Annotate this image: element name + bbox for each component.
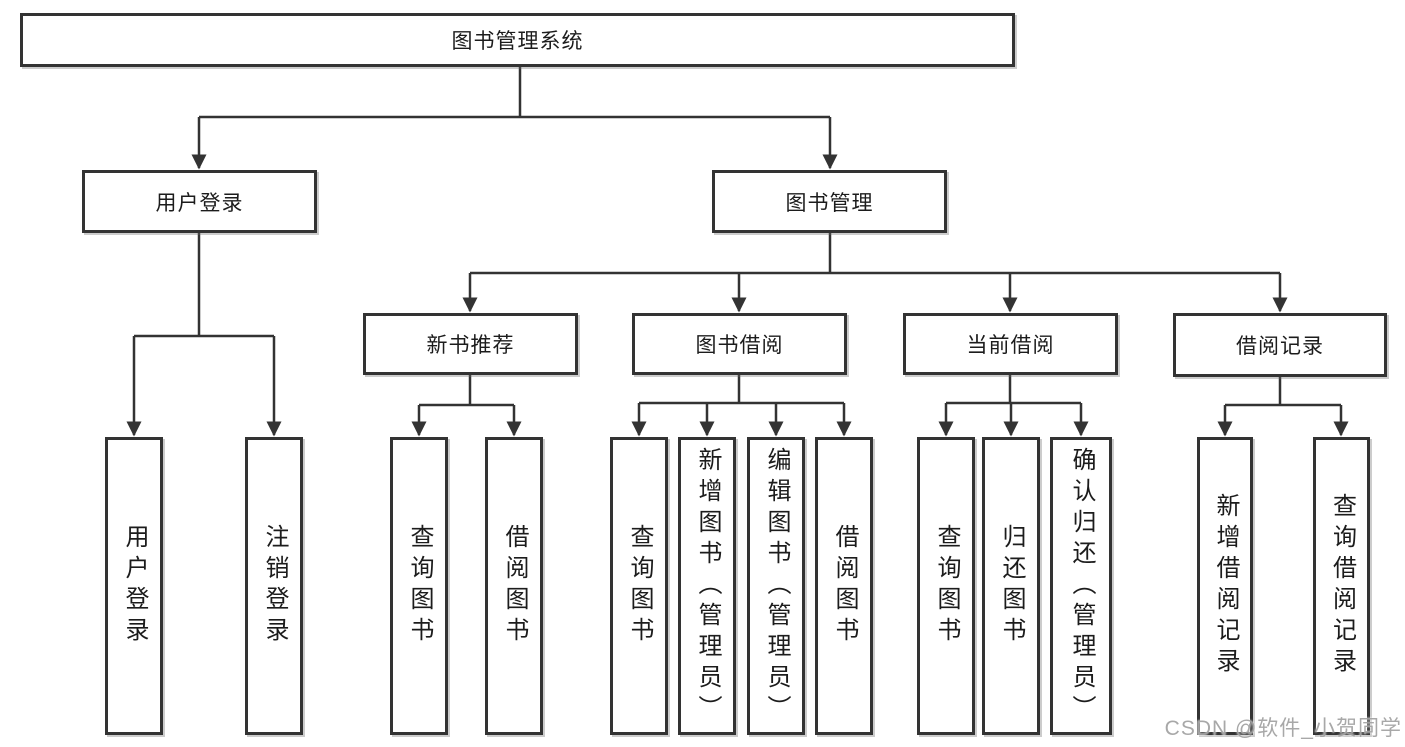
leaf-borrow-book-2: 借阅图书 [815,437,873,735]
leaf-return-book-label: 归还图书 [998,524,1025,648]
leaf-user-login-label: 用户登录 [121,524,148,648]
watermark: CSDN @软件_小贺同学 [1164,717,1402,740]
node-borrow-records: 借阅记录 [1173,313,1387,377]
leaf-logout: 注销登录 [245,437,303,735]
leaf-return-book: 归还图书 [982,437,1040,735]
node-book-mgmt: 图书管理 [712,170,947,233]
leaf-add-borrow-record-label: 新增借阅记录 [1212,493,1239,679]
node-user-login: 用户登录 [82,170,317,233]
node-current-borrow-label: 当前借阅 [966,334,1055,357]
leaf-query-book-3: 查询图书 [917,437,975,735]
leaf-logout-label: 注销登录 [261,524,288,648]
leaf-query-book-2: 查询图书 [610,437,668,735]
node-root-label: 图书管理系统 [451,30,584,53]
node-book-mgmt-label: 图书管理 [785,191,874,215]
node-current-borrow: 当前借阅 [903,313,1118,375]
leaf-borrow-book-2-label: 借阅图书 [831,524,858,648]
leaf-edit-book-admin-label: 编辑图书（管理员） [763,446,790,726]
node-borrow-records-label: 借阅记录 [1236,335,1324,358]
leaf-query-borrow-record: 查询借阅记录 [1313,437,1370,735]
node-root: 图书管理系统 [20,13,1015,67]
leaf-add-book-admin: 新增图书（管理员） [678,437,736,735]
node-user-login-label: 用户登录 [155,191,244,215]
node-book-borrow: 图书借阅 [632,313,847,375]
leaf-add-book-admin-label: 新增图书（管理员） [694,446,721,726]
leaf-borrow-book-1: 借阅图书 [485,437,543,735]
leaf-borrow-book-1-label: 借阅图书 [501,524,528,648]
leaf-confirm-return-admin: 确认归还（管理员） [1050,437,1112,735]
leaf-query-borrow-record-label: 查询借阅记录 [1328,493,1356,679]
leaf-confirm-return-admin-label: 确认归还（管理员） [1068,446,1095,726]
leaf-user-login: 用户登录 [105,437,163,735]
leaf-query-book-2-label: 查询图书 [626,524,653,648]
node-new-book-recommend: 新书推荐 [363,313,578,375]
leaf-query-book-1-label: 查询图书 [406,524,433,648]
leaf-add-borrow-record: 新增借阅记录 [1197,437,1253,735]
node-new-book-recommend-label: 新书推荐 [426,334,515,357]
leaf-edit-book-admin: 编辑图书（管理员） [747,437,805,735]
node-book-borrow-label: 图书借阅 [695,334,784,357]
leaf-query-book-1: 查询图书 [390,437,448,735]
leaf-query-book-3-label: 查询图书 [933,524,960,648]
